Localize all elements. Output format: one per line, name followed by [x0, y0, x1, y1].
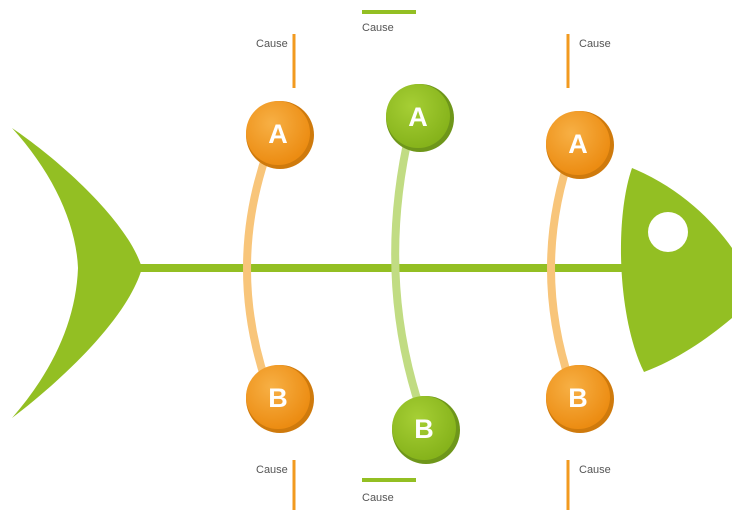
rib-3-node-b-label: B	[568, 383, 588, 413]
cause-label-1: Cause	[256, 38, 288, 50]
rib-3-node-b: B	[546, 365, 614, 433]
fish-eye	[648, 212, 688, 252]
rib-3-node-a-label: A	[568, 129, 588, 159]
rib-curve-1	[243, 146, 272, 392]
cause-label-5: Cause	[362, 492, 394, 504]
rib-2-node-a-label: A	[408, 102, 428, 132]
rib-1-node-a-label: A	[268, 119, 288, 149]
rib-curve-2	[391, 126, 424, 412]
cause-label-4: Cause	[256, 464, 288, 476]
rib-3-node-a: A	[546, 111, 614, 179]
fish-tail	[12, 128, 142, 418]
rib-2-node-b-label: B	[414, 414, 434, 444]
rib-curve-3	[547, 146, 576, 392]
rib-1-node-b-label: B	[268, 383, 288, 413]
cause-label-3: Cause	[579, 38, 611, 50]
cause-label-6: Cause	[579, 464, 611, 476]
rib-2-node-a: A	[386, 84, 454, 152]
rib-2-node-b: B	[392, 396, 460, 464]
rib-1-node-a: A	[246, 101, 314, 169]
cause-label-2: Cause	[362, 22, 394, 34]
rib-1-node-b: B	[246, 365, 314, 433]
fish-head	[620, 168, 732, 372]
